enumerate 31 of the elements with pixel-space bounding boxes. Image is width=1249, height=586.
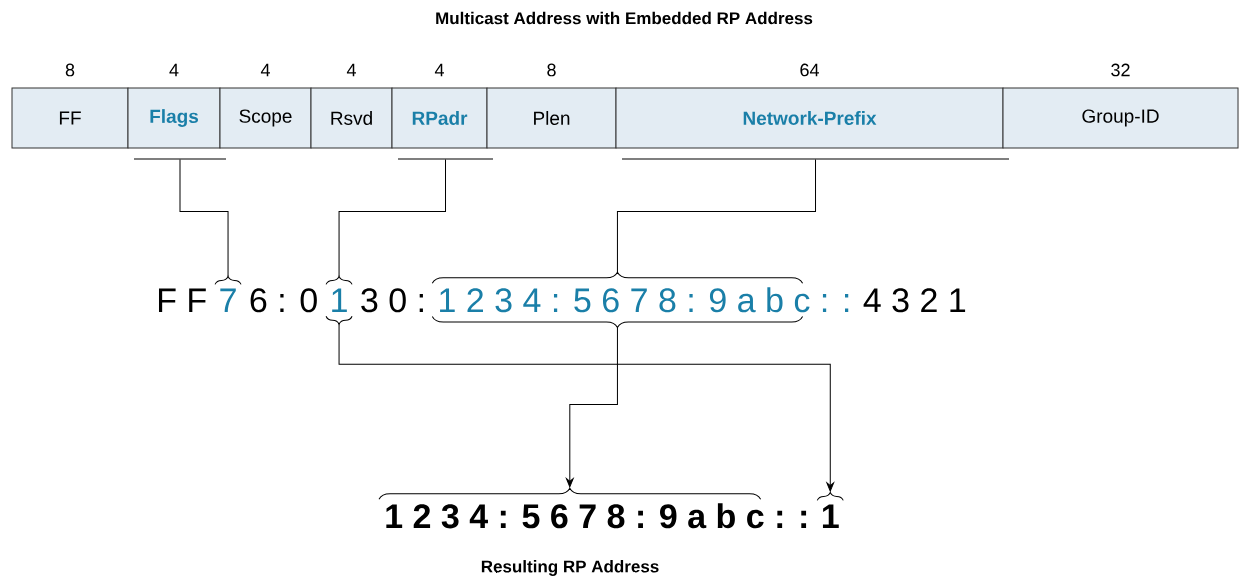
address-text: 3 0 : xyxy=(361,288,423,313)
field-cell: RPadr xyxy=(391,87,488,149)
caption: Resulting RP Address xyxy=(481,560,659,576)
bit-width-label: 8 xyxy=(547,63,556,77)
address-text: 1 xyxy=(822,504,839,528)
field-cell: Group-ID xyxy=(1002,87,1239,149)
connector-line xyxy=(338,159,446,277)
title: Multicast Address with Embedded RP Address xyxy=(436,11,813,25)
bit-width-label: 4 xyxy=(434,63,444,77)
bit-width-label: 4 xyxy=(260,63,270,77)
field-cell: Flags xyxy=(127,87,221,149)
bit-width-label: 4 xyxy=(169,63,179,77)
field-cell: FF xyxy=(11,87,129,149)
address-text: 1 2 3 4 : 5 6 7 8 : 9 a b c : : xyxy=(440,287,849,313)
field-cell: Scope xyxy=(219,87,312,149)
connector-line xyxy=(179,159,229,277)
bit-width-label: 8 xyxy=(65,63,75,77)
address-text: 4 3 2 1 xyxy=(863,288,966,313)
bit-width-label: 4 xyxy=(346,63,356,77)
address-text: 6 : 0 xyxy=(250,288,317,313)
arrow xyxy=(565,327,618,488)
bit-width-label: 64 xyxy=(800,63,819,77)
address-text: 7 xyxy=(220,288,236,312)
address-text: 1 2 3 4 : 5 6 7 8 : 9 a b c : : xyxy=(386,503,807,529)
field-cell: Rsvd xyxy=(310,87,393,149)
bit-width-label: 32 xyxy=(1111,63,1130,77)
address-text: 1 xyxy=(332,288,347,312)
arrow xyxy=(338,323,835,492)
connector-line xyxy=(616,159,816,273)
field-cell: Plen xyxy=(486,87,617,149)
address-text: F F xyxy=(159,288,206,312)
